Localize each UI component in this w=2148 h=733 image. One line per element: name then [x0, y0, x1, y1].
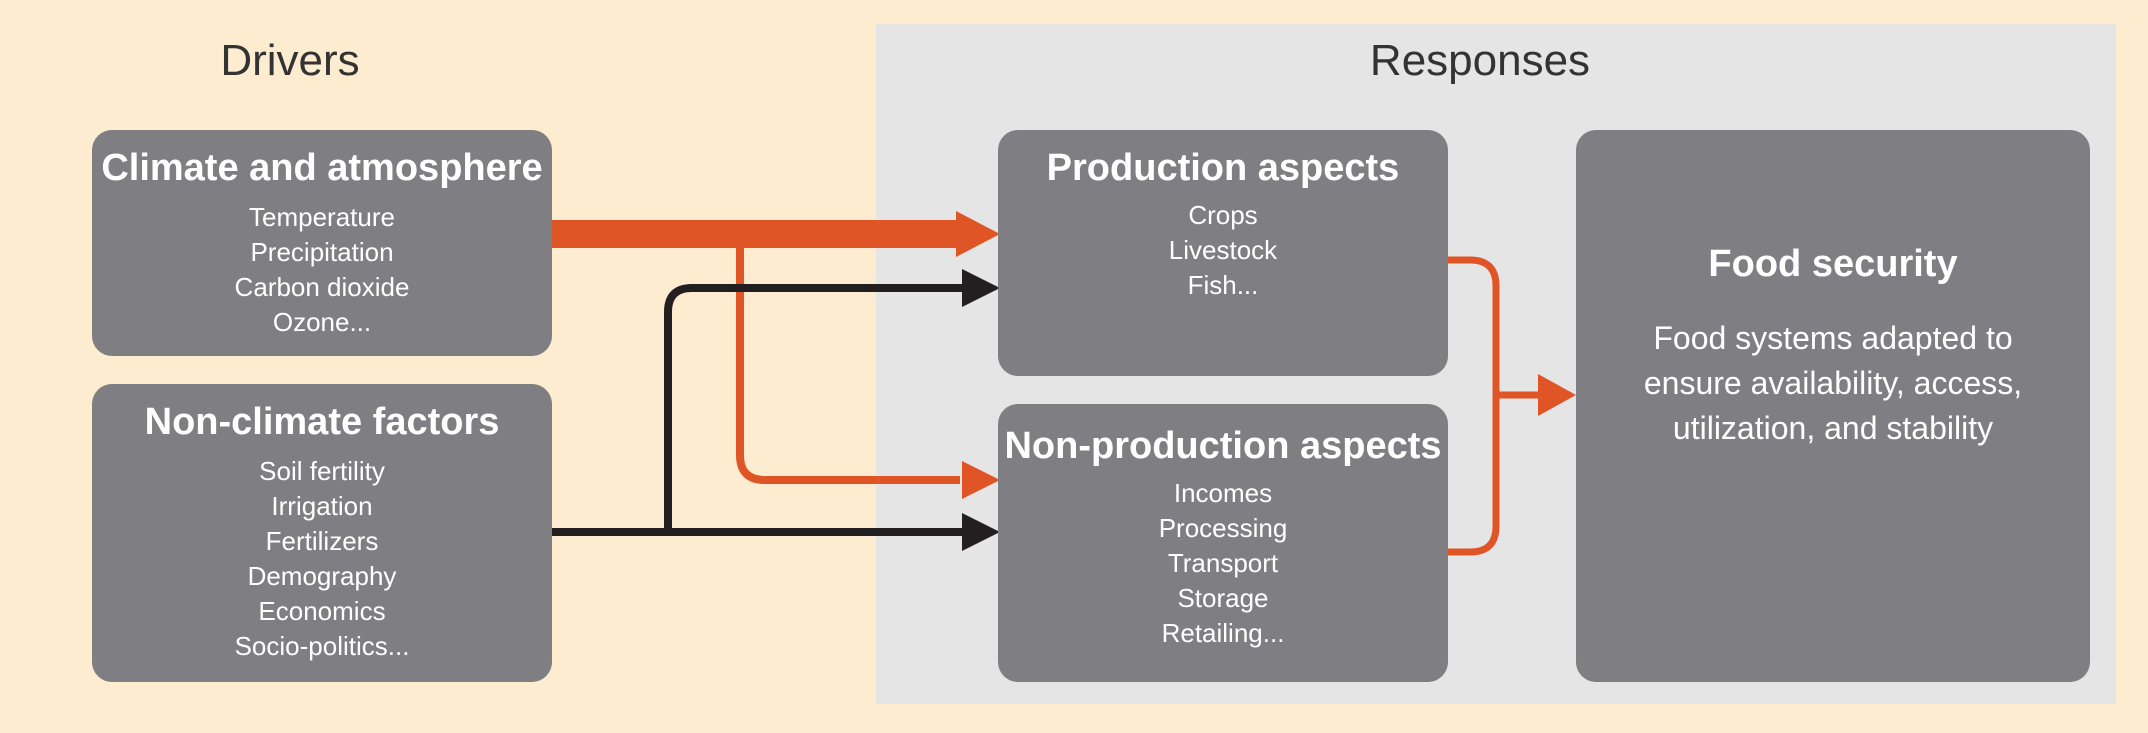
nonclimate-to-production-arrowhead: [962, 269, 1000, 307]
climate-to-production-arrowhead: [956, 211, 1000, 257]
climate-to-nonproduction-connector: [736, 248, 960, 484]
food-security-box: Food security Food systems adapted to en…: [1576, 130, 2090, 682]
production-items: Crops Livestock Fish...: [998, 198, 1448, 303]
food-security-line: ensure availability, access,: [1643, 365, 2023, 401]
climate-to-production-arrow-shaft: [552, 220, 956, 248]
responses-heading: Responses: [1369, 36, 1591, 85]
climate-box: Climate and atmosphere Temperature Preci…: [92, 130, 552, 356]
nonproduction-item: Transport: [1167, 548, 1279, 578]
nonproduction-item: Storage: [1177, 583, 1269, 613]
climate-items: Temperature Precipitation Carbon dioxide…: [92, 200, 552, 340]
food-security-description: Food systems adapted to ensure availabil…: [1576, 316, 2090, 451]
food-security-arrowhead: [1538, 374, 1576, 416]
nonclimate-item: Demography: [247, 561, 397, 591]
climate-item: Temperature: [249, 202, 395, 232]
nonclimate-title: Non-climate factors: [144, 401, 500, 443]
nonclimate-to-production-connector: [664, 284, 962, 532]
nonclimate-item: Soil fertility: [259, 456, 385, 486]
drivers-heading: Drivers: [220, 36, 360, 85]
nonclimate-items: Soil fertility Irrigation Fertilizers De…: [92, 454, 552, 664]
nonproduction-box: Non-production aspects Incomes Processin…: [998, 404, 1448, 682]
climate-item: Carbon dioxide: [234, 272, 410, 302]
nonproduction-item: Incomes: [1173, 478, 1273, 508]
nonclimate-item: Irrigation: [271, 491, 373, 521]
food-security-line: Food systems adapted to: [1653, 320, 2013, 356]
aspects-to-food-security-connector: [1446, 256, 1540, 556]
climate-item: Ozone...: [272, 307, 372, 337]
nonproduction-items: Incomes Processing Transport Storage Ret…: [998, 476, 1448, 651]
food-security-title: Food security: [1708, 243, 1958, 285]
nonclimate-box: Non-climate factors Soil fertility Irrig…: [92, 384, 552, 682]
nonproduction-item: Retailing...: [1161, 618, 1285, 648]
production-item: Livestock: [1168, 235, 1278, 265]
food-security-line: utilization, and stability: [1672, 410, 1994, 446]
nonproduction-title: Non-production aspects: [1004, 425, 1442, 467]
nonclimate-item: Fertilizers: [265, 526, 379, 556]
climate-title: Climate and atmosphere: [101, 147, 543, 189]
nonclimate-item: Economics: [258, 596, 386, 626]
production-item: Fish...: [1187, 270, 1259, 300]
nonproduction-item: Processing: [1158, 513, 1288, 543]
production-box: Production aspects Crops Livestock Fish.…: [998, 130, 1448, 376]
climate-item: Precipitation: [250, 237, 394, 267]
climate-to-nonproduction-arrowhead: [962, 461, 1000, 499]
production-item: Crops: [1188, 200, 1258, 230]
nonclimate-item: Socio-politics...: [234, 631, 410, 661]
production-title: Production aspects: [1046, 147, 1400, 189]
nonclimate-to-nonproduction-arrowhead: [962, 513, 1000, 551]
